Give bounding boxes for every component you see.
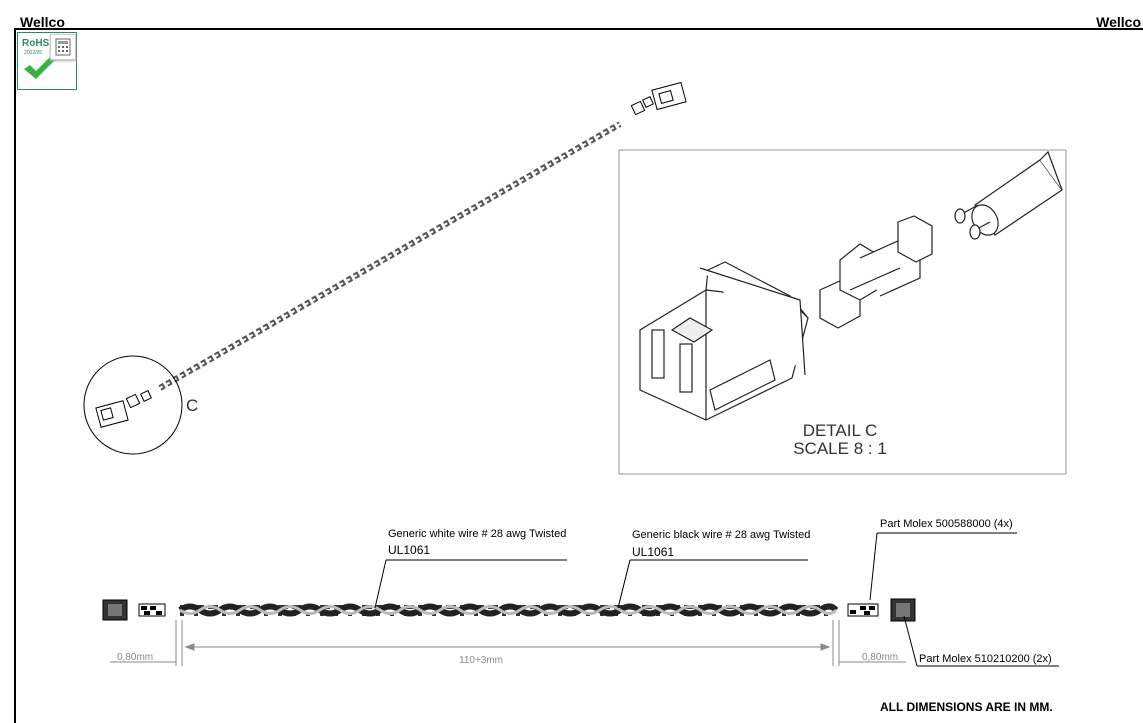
frame-left-border [14, 28, 16, 723]
rohs-title: RoHS [22, 38, 50, 49]
dimensions-note: ALL DIMENSIONS ARE IN MM. [880, 700, 1053, 714]
side-view-cable [102, 598, 916, 622]
calculator-icon[interactable] [50, 34, 76, 60]
right-offset-dim: 0,80mm [862, 652, 899, 663]
detail-frame [618, 149, 1067, 475]
white-wire-spec: UL1061 [388, 543, 431, 557]
isometric-connector-bottom [95, 390, 152, 428]
detail-terminal [819, 215, 933, 329]
detail-callout-label: C [186, 396, 199, 415]
isometric-cable [158, 121, 622, 391]
brand-right: Wellco [1096, 14, 1141, 30]
terminal-part-label: Part Molex 500588000 (4x) [880, 518, 1013, 530]
detail-wire [954, 150, 1063, 240]
black-wire-label: Generic black wire # 28 awg Twisted [632, 529, 811, 541]
detail-title-block: DETAIL C SCALE 8 : 1 [760, 422, 920, 458]
rohs-subtitle: 2002/95 [24, 50, 43, 56]
brand-left: Wellco [20, 14, 65, 30]
white-wire-label: Generic white wire # 28 awg Twisted [388, 528, 567, 540]
detail-title: DETAIL C [802, 421, 878, 440]
isometric-connector-top [630, 81, 687, 116]
leader-lines [374, 532, 1059, 667]
detail-housing [639, 261, 809, 421]
detail-callout-circle [83, 355, 183, 455]
housing-part-label: Part Molex 510210200 (2x) [919, 653, 1052, 665]
dimension-lines [110, 620, 906, 666]
length-dim: 110+3mm [459, 655, 504, 666]
checkmark-icon [24, 55, 58, 79]
frame-top-border [14, 28, 1143, 30]
detail-scale: SCALE 8 : 1 [793, 439, 887, 458]
black-wire-spec: UL1061 [632, 545, 675, 559]
left-offset-dim: 0,80mm [117, 652, 154, 663]
